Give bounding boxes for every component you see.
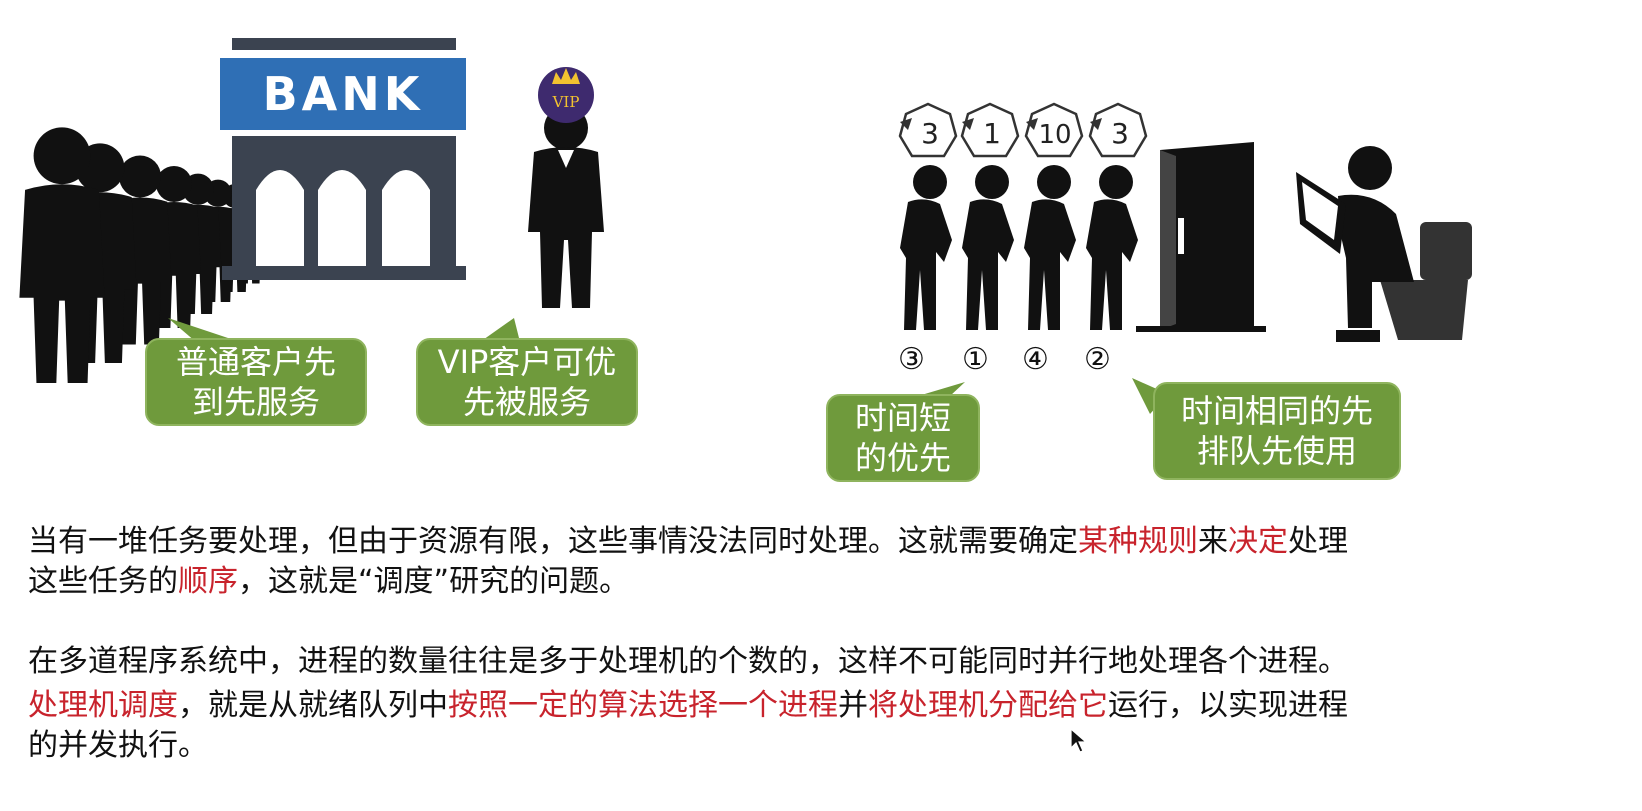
order-mark-1: ③ [898,342,925,377]
p2-line-3: 的并发执行。 [28,728,208,763]
p2-text-1: ，就是从就绪队列中 [178,688,448,723]
vip-customer: VIP [528,67,604,308]
bubble-normal-line1: 普通客户先 [175,343,336,381]
wait-time-1: 3 [921,117,939,150]
bubble-vip-line1: VIP客户可优 [437,343,617,381]
p1-text-4: 这些任务的 [28,564,178,599]
mouse-cursor-icon [1070,728,1088,753]
p2-highlight-scheduling: 处理机调度 [28,688,178,723]
bubble-short-first: 时间短 的优先 [826,394,980,482]
bubble-tail-normal [168,318,240,342]
clock-arrows [900,118,1102,130]
bubble-short-line1: 时间短 [854,399,951,437]
p2-highlight-allocate: 将处理机分配给它 [868,688,1108,723]
wait-time-3: 10 [1038,120,1071,150]
order-mark-3: ④ [1022,342,1049,377]
p2-line-1: 在多道程序系统中，进程的数量往往是多于处理机的个数的，这样不可能同时并行地处理各… [28,644,1348,679]
p1-text-2: 来 [1198,524,1228,559]
bubble-same-line2: 排队先使用 [1196,432,1357,470]
clock-badges [898,102,1148,158]
paragraph-1-line-2: 这些任务的顺序，这就是“调度”研究的问题。 [28,562,629,602]
p1-text-1: 当有一堆任务要处理，但由于资源有限，这些事情没法同时处理。这就需要确定 [28,524,1078,559]
p2-text-2: 并 [838,688,868,723]
p2-highlight-algorithm: 按照一定的算法选择一个进程 [448,688,838,723]
bubble-normal-line2: 到先服务 [191,383,320,421]
vip-badge: VIP [552,93,580,111]
order-mark-2: ① [962,342,989,377]
order-mark-4: ② [1084,342,1111,377]
wait-time-2: 1 [983,117,1001,150]
paragraph-2-line-3: 的并发执行。 [28,726,208,766]
bubble-tail-vip [480,318,520,342]
p1-text-5: ，这就是“调度”研究的问题。 [238,564,630,599]
paragraph-2-line-1: 在多道程序系统中，进程的数量往往是多于处理机的个数的，这样不可能同时并行地处理各… [28,642,1348,682]
paragraph-2-line-2: 处理机调度，就是从就绪队列中按照一定的算法选择一个进程并将处理机分配给它运行，以… [28,686,1348,726]
toilet-person [1296,146,1472,342]
p1-highlight-order: 顺序 [178,564,238,599]
bank-sign: BANK [263,67,424,121]
paragraph-1-line-1: 当有一堆任务要处理，但由于资源有限，这些事情没法同时处理。这就需要确定某种规则来… [28,522,1348,562]
p1-highlight-decide: 决定 [1228,524,1288,559]
p2-text-3: 运行，以实现进程 [1108,688,1348,723]
bubble-same-time: 时间相同的先 排队先使用 [1153,382,1401,480]
wait-time-4: 3 [1111,117,1129,150]
bubble-tail-short [918,382,965,396]
bubble-normal-customers: 普通客户先 到先服务 [145,338,367,426]
bubble-tail-same [1132,378,1168,414]
bank-building: BANK [220,38,466,280]
restroom-door [1136,142,1266,332]
scheduling-illustration: BANK VIP [19,38,1472,414]
bubble-vip-customers: VIP客户可优 先被服务 [416,338,638,426]
waiting-people [900,165,1138,330]
bubble-same-line1: 时间相同的先 [1180,392,1373,430]
p1-text-3: 处理 [1288,524,1348,559]
bubble-vip-line2: 先被服务 [462,383,591,421]
p1-highlight-rule: 某种规则 [1078,524,1198,559]
bubble-short-line2: 的优先 [854,439,951,477]
